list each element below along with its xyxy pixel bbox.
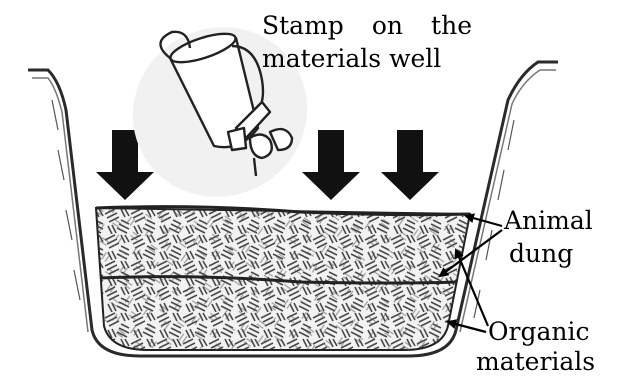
animal-dung-label-line2: dung: [509, 238, 573, 269]
animal-dung-label-line1: Animal: [504, 205, 593, 236]
organic-materials-label-line2: materials: [476, 346, 595, 377]
stamp-label-line2: materials well: [262, 43, 441, 74]
stamp-label-line1: Stamp on the: [262, 10, 472, 41]
down-arrow-icon: [381, 130, 439, 200]
organic-materials-label-line1: Organic: [488, 316, 589, 347]
pit-inner-outline: [32, 78, 88, 332]
pit-fill-overlay: [96, 208, 470, 350]
down-arrow-icon: [302, 130, 360, 200]
